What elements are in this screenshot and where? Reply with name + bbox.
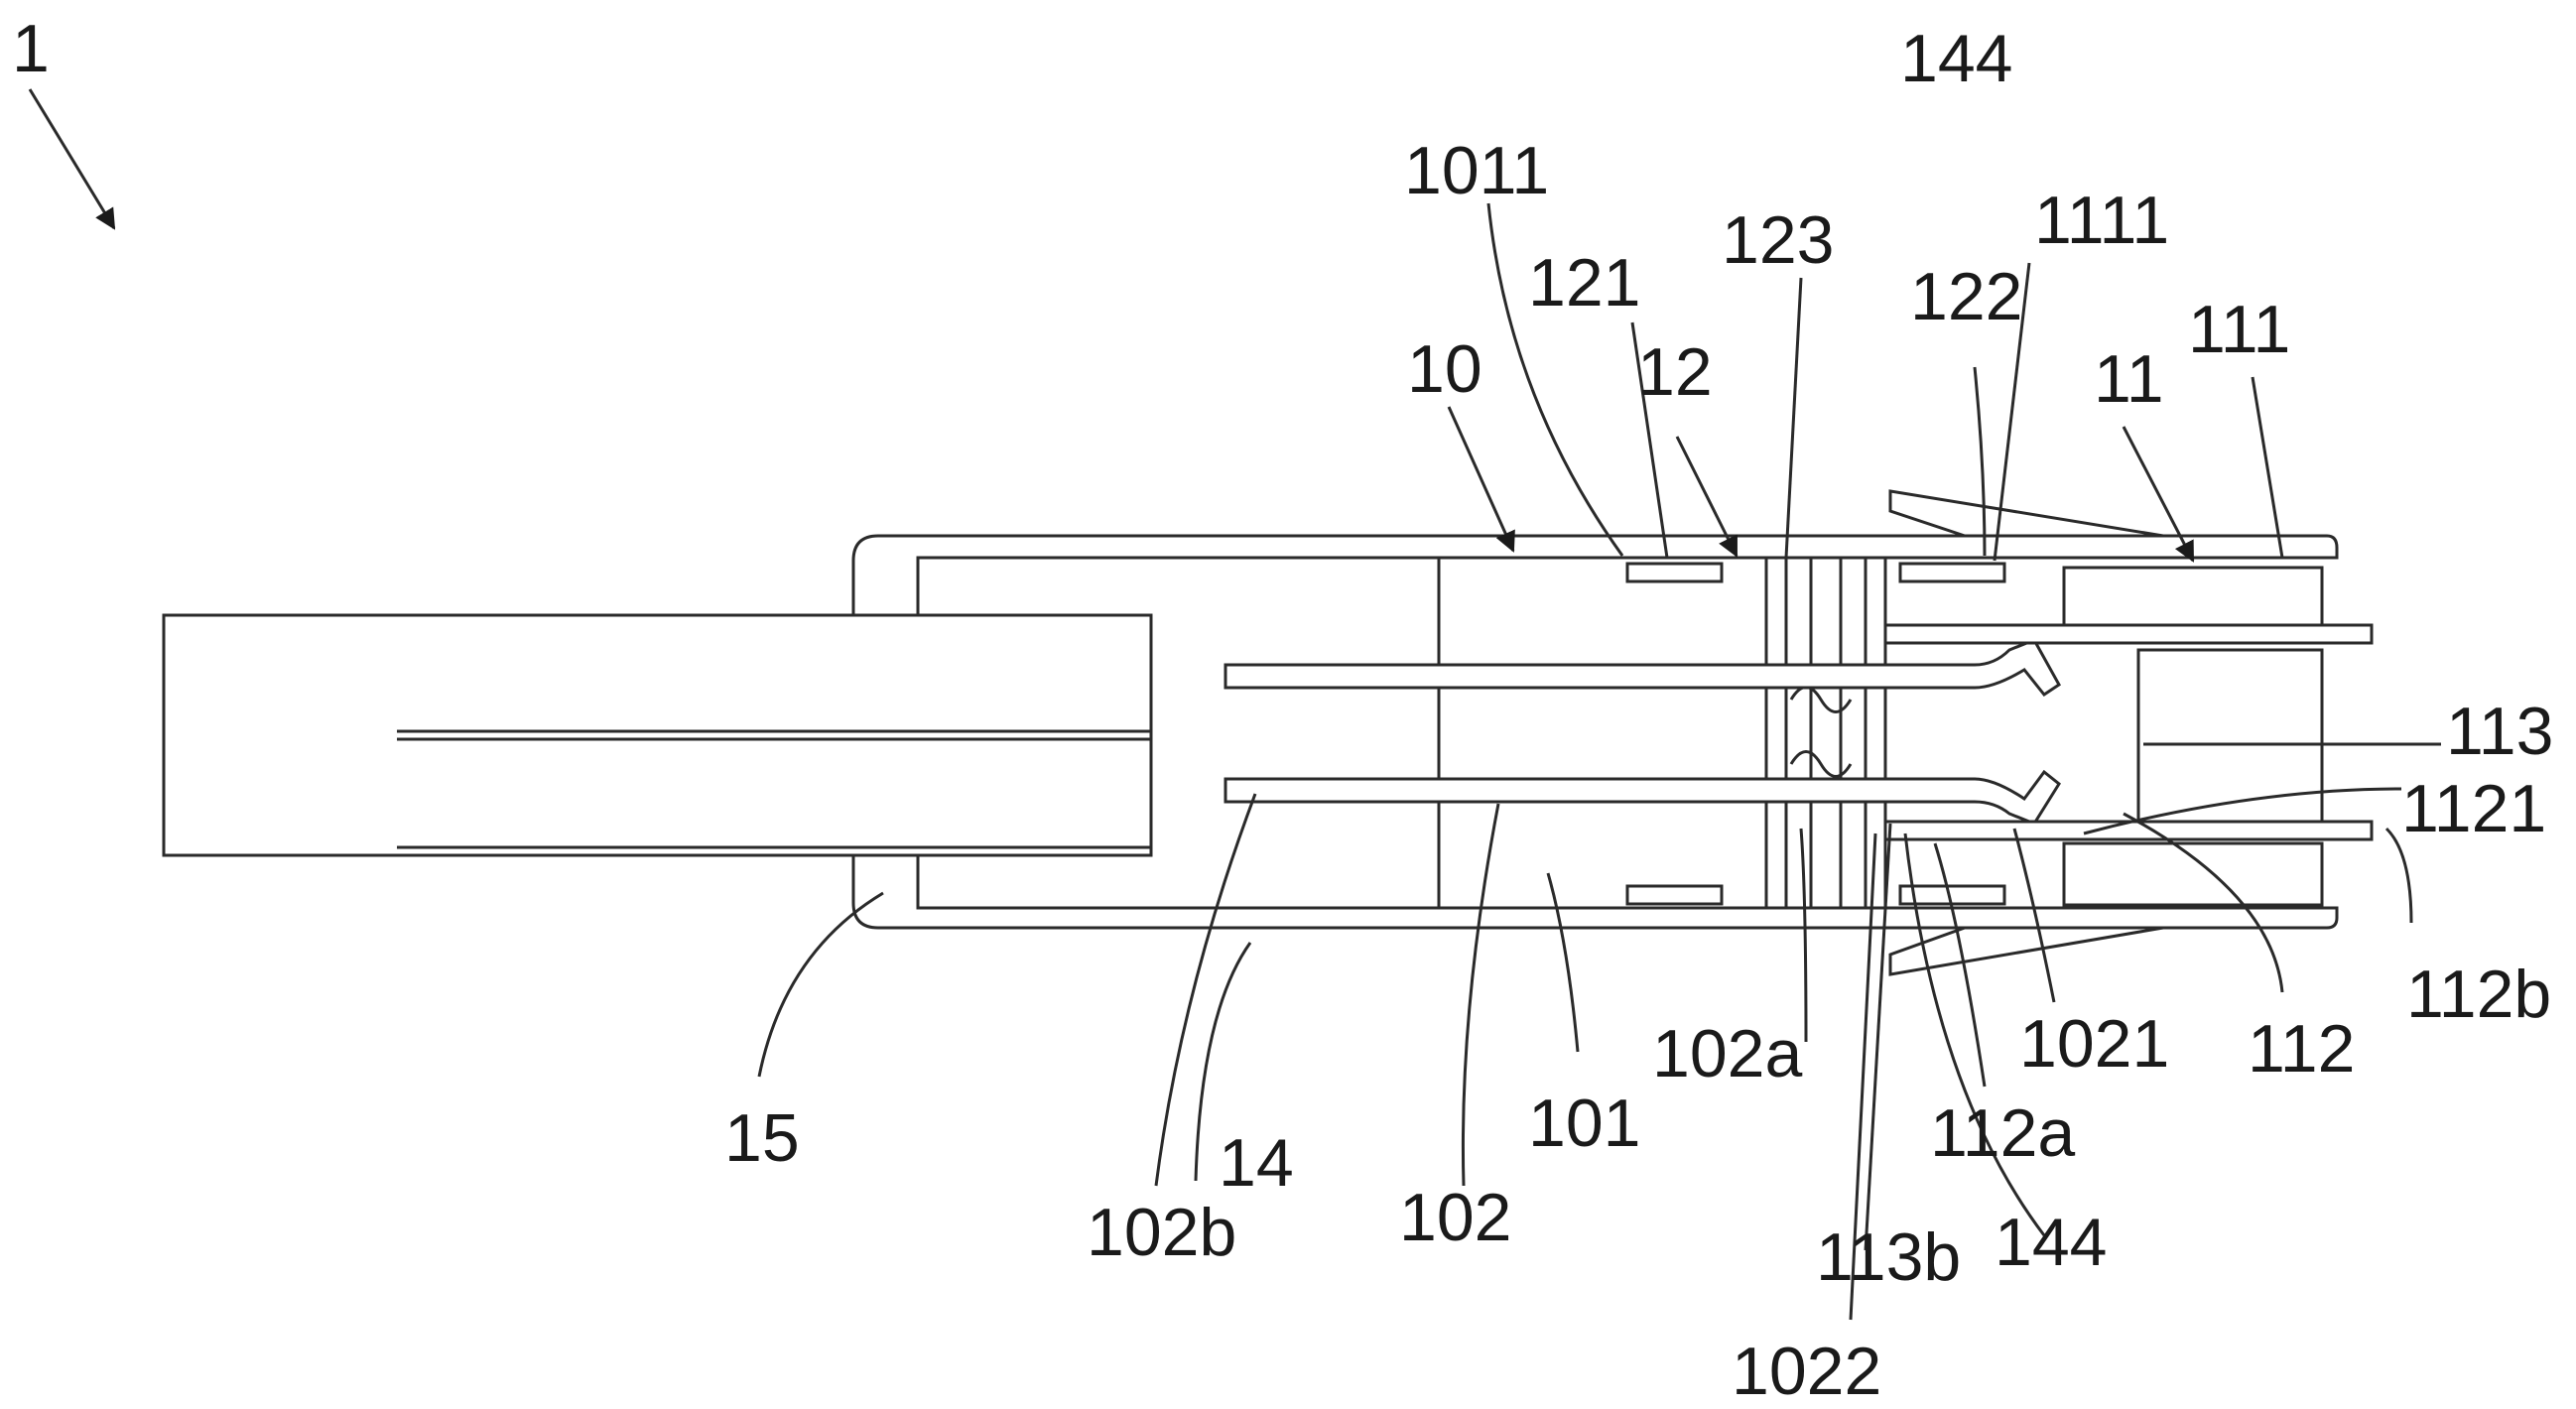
spring-section (1764, 556, 1887, 910)
socket-body-111 (1885, 556, 2324, 907)
label-113b: 113b (1816, 1219, 1961, 1295)
label-113: 113 (2446, 694, 2553, 769)
reference-labels: 1 144 1011 123 1111 121 122 111 10 12 11… (12, 11, 2553, 1409)
label-144-bottom: 144 (1995, 1205, 2107, 1280)
label-111: 111 (2188, 292, 2290, 367)
label-1022: 1022 (1732, 1334, 1881, 1409)
cable (162, 613, 1153, 857)
arrows (28, 88, 2195, 563)
label-102b: 102b (1087, 1195, 1236, 1270)
label-123: 123 (1722, 202, 1834, 278)
label-1011: 1011 (1404, 133, 1549, 208)
label-1111: 1111 (2034, 183, 2169, 258)
label-121: 121 (1528, 245, 1640, 320)
label-14: 14 (1219, 1125, 1294, 1201)
label-102: 102 (1399, 1180, 1511, 1255)
label-112b: 112b (2406, 957, 2551, 1032)
seal-pieces (1625, 562, 2006, 906)
label-1: 1 (12, 11, 50, 86)
label-1121: 1121 (2401, 771, 2546, 846)
label-122: 122 (1910, 259, 2022, 334)
leader-lines (757, 202, 2441, 1321)
label-144-top: 144 (1900, 21, 2012, 96)
label-11: 11 (2094, 341, 2164, 417)
latch-arms-144 (1888, 489, 2164, 976)
label-1021: 1021 (2019, 1006, 2169, 1082)
label-10: 10 (1407, 331, 1482, 407)
label-12: 12 (1637, 334, 1713, 410)
label-112a: 112a (1930, 1095, 2075, 1171)
label-15: 15 (724, 1100, 800, 1176)
label-112: 112 (2248, 1011, 2355, 1087)
label-101: 101 (1528, 1086, 1640, 1161)
label-102a: 102a (1652, 1016, 1802, 1091)
conductor-pins (1224, 623, 2374, 841)
